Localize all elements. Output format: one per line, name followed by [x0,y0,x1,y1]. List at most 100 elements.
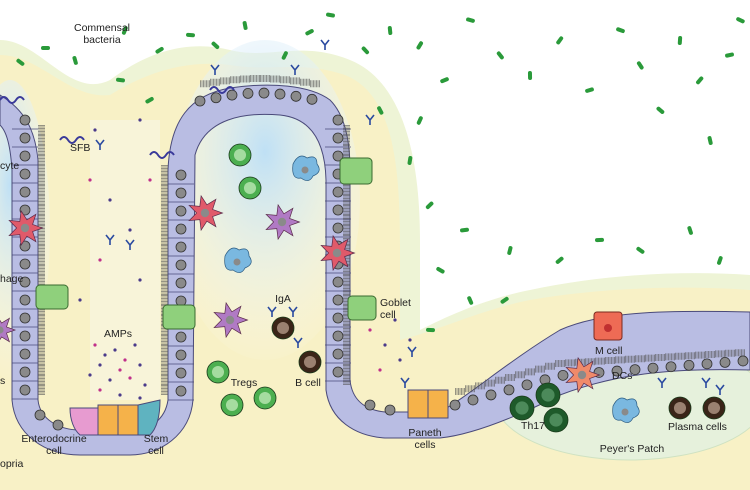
amp-dot [93,128,97,132]
cell-nucleus [467,394,479,406]
sfb-bacterium [209,86,235,94]
amp-dot [128,376,132,380]
cell-nucleus [175,241,187,253]
cell-nucleus [485,389,497,401]
iga-antibody [288,306,298,317]
bacterium [500,296,509,304]
amp-dot [138,363,142,367]
bacterium [687,226,693,235]
iga-antibody [407,346,417,357]
bacterium [460,227,469,233]
bacterium [467,296,474,305]
epithelium [0,84,750,456]
bacterium [242,21,248,30]
cell-nucleus [19,384,31,396]
bacterium [585,87,594,93]
goblet-cell [339,157,373,185]
iga-antibodies [95,39,725,395]
cell-nucleus [384,404,396,416]
amp-dot [98,363,102,367]
cell-nucleus [34,409,46,421]
sfb-bacterium [149,151,175,159]
label-peyers-patch: Peyer's Patch [599,443,665,455]
cell-nucleus [503,384,515,396]
cell-nucleus [175,349,187,361]
cell-nucleus [665,361,677,373]
cell-nucleus [332,132,344,144]
immune-cells [0,143,726,433]
iga-antibody [400,377,410,388]
bacterium [556,36,564,45]
bacterium [41,46,50,50]
label-lamina-propria-partial: opria [0,458,24,470]
bacterium [426,327,435,333]
cell-nucleus [19,312,31,324]
cell-nucleus [210,92,222,104]
label-paneth-cells: Paneth cells [408,427,442,451]
iga-antibody [320,39,330,50]
cell-nucleus [19,132,31,144]
label-amps: AMPs [103,328,133,340]
bacterium [145,97,154,104]
label-th17: Th17 [521,420,545,432]
cell-nucleus [52,419,64,431]
amp-dot [148,178,152,182]
epithelial-cells [12,87,749,431]
amp-dot [138,278,142,282]
cell-nucleus [306,93,318,105]
amp-dot [103,353,107,357]
stem-cell [137,399,161,436]
paneth-cell [427,389,449,419]
bacterium [436,267,445,274]
label-stem-cell: Stem cell [143,433,169,457]
cell-nucleus [557,369,569,381]
label-b-cell: B cell [295,377,321,389]
bacterium [707,136,713,145]
cell-nucleus [290,90,302,102]
iga-antibody [290,64,300,75]
bacterium [466,17,475,23]
bacterium [677,36,683,45]
bacterium [440,77,449,84]
sfb-bacterium [0,96,25,104]
cell-nucleus [701,358,713,370]
amp-dot [128,228,132,232]
bacterium [155,46,164,54]
cell-nucleus [683,359,695,371]
bacterium [281,51,288,60]
amp-dot [118,393,122,397]
cell-nucleus [19,366,31,378]
amp-dot [78,298,82,302]
label-commensal-bacteria: Commensal bacteria [73,22,131,46]
goblet-cell [162,304,196,330]
microvilli-brush-border [38,75,745,395]
bacterium [527,71,533,80]
iga-antibody [210,64,220,75]
cell-nucleus [175,259,187,271]
bacterium [636,61,644,70]
iga-antibody [657,377,667,388]
cell-nucleus [449,399,461,411]
bacterium [595,237,604,243]
cell-nucleus [647,362,659,374]
cell-nucleus [629,364,641,376]
bacterium [736,17,745,24]
iga-antibody [365,114,375,125]
bacterium [507,246,513,255]
cell-nucleus [175,205,187,217]
cell-nucleus [175,169,187,181]
amp-dot [138,118,142,122]
macrophage [0,317,17,343]
cell-nucleus [332,222,344,234]
amp-dot [393,318,397,322]
amp-dot [98,388,102,392]
bacterium [211,41,220,50]
cell-nucleus [242,87,254,99]
bacterium [16,58,25,66]
amp-dot [398,358,402,362]
bacterium [416,116,423,125]
bacterium [377,106,384,115]
cell-nucleus [19,348,31,360]
cell-nucleus [332,114,344,126]
